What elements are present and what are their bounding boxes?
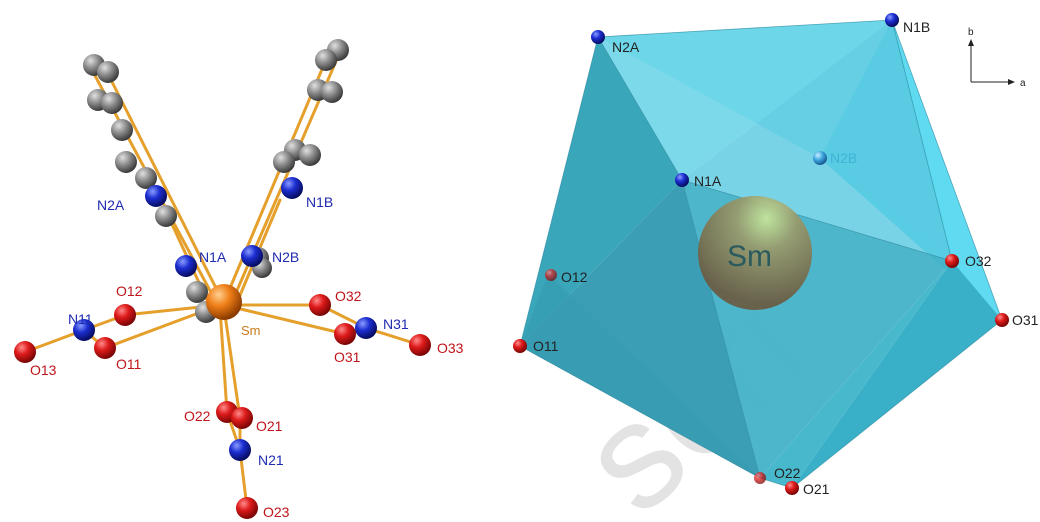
bonds — [23, 50, 422, 510]
atom-o32 — [309, 294, 331, 316]
label-o11: O11 — [116, 356, 142, 372]
vlabel-o22: O22 — [774, 465, 801, 481]
vlabel-n2b: N2B — [830, 150, 857, 166]
label-o12: O12 — [116, 283, 143, 299]
label-n1a: N1A — [199, 249, 227, 265]
label-o32: O32 — [335, 288, 362, 304]
ligand-b-carbons — [247, 39, 349, 278]
label-n2a: N2A — [97, 197, 125, 213]
label-o13: O13 — [30, 362, 57, 378]
vlabel-o32: O32 — [965, 253, 992, 269]
label-n1b: N1B — [306, 194, 333, 210]
axis-a-label: a — [1020, 78, 1026, 89]
atom-n31 — [355, 317, 377, 339]
vlabel-o31: O31 — [1012, 312, 1039, 328]
coordination-polyhedron: Sm N2A N1B N1A N2B O12 O32 O11 O31 O22 O… — [513, 13, 1039, 497]
atom-n1a — [175, 255, 197, 277]
axis-b-label: b — [968, 27, 974, 38]
atom-o21 — [231, 407, 253, 429]
atom-o12 — [114, 304, 136, 326]
label-o33: O33 — [437, 340, 464, 356]
ligand-a-carbons — [83, 54, 217, 323]
vertex-o12 — [545, 269, 557, 281]
vertex-o22 — [754, 472, 766, 484]
label-sm-right: Sm — [727, 240, 772, 273]
vertex-n1a — [675, 173, 689, 187]
vlabel-n1a: N1A — [694, 173, 722, 189]
axis-indicator — [968, 39, 1015, 85]
atom-o31 — [334, 323, 356, 345]
atom-sm — [206, 284, 242, 320]
vertex-n2a — [591, 30, 605, 44]
atom-n2a — [145, 185, 167, 207]
vlabel-n1b: N1B — [903, 19, 930, 35]
label-o22: O22 — [184, 408, 211, 424]
vlabel-n2a: N2A — [612, 39, 640, 55]
vertex-n1b — [885, 13, 899, 27]
label-sm-left: Sm — [241, 323, 261, 338]
label-o21: O21 — [256, 418, 283, 434]
atom-o33 — [409, 334, 431, 356]
vlabel-o11: O11 — [533, 338, 559, 354]
label-n11: N11 — [68, 311, 93, 327]
label-n2b: N2B — [272, 249, 299, 265]
atom-o23 — [236, 497, 258, 519]
vlabel-o21: O21 — [803, 481, 830, 497]
atom-o13 — [14, 341, 36, 363]
vertex-o32 — [945, 254, 959, 268]
atom-o11 — [94, 337, 116, 359]
vertex-o31 — [995, 313, 1009, 327]
sm-sphere — [698, 196, 812, 310]
vlabel-o12: O12 — [561, 269, 588, 285]
label-o23: O23 — [263, 504, 290, 520]
vertex-o11 — [513, 339, 527, 353]
ball-and-stick-model: N2A N1B N1A N2B O12 O32 N11 N31 O13 O11 … — [14, 39, 464, 520]
label-n31: N31 — [383, 316, 409, 332]
label-o31: O31 — [334, 349, 361, 365]
label-n21: N21 — [258, 452, 284, 468]
vertex-o21 — [785, 481, 799, 495]
atom-n1b — [281, 177, 303, 199]
atom-n2b — [241, 245, 263, 267]
atom-n11 — [73, 319, 95, 341]
vertex-n2b — [813, 151, 827, 165]
atom-n21 — [229, 439, 251, 461]
